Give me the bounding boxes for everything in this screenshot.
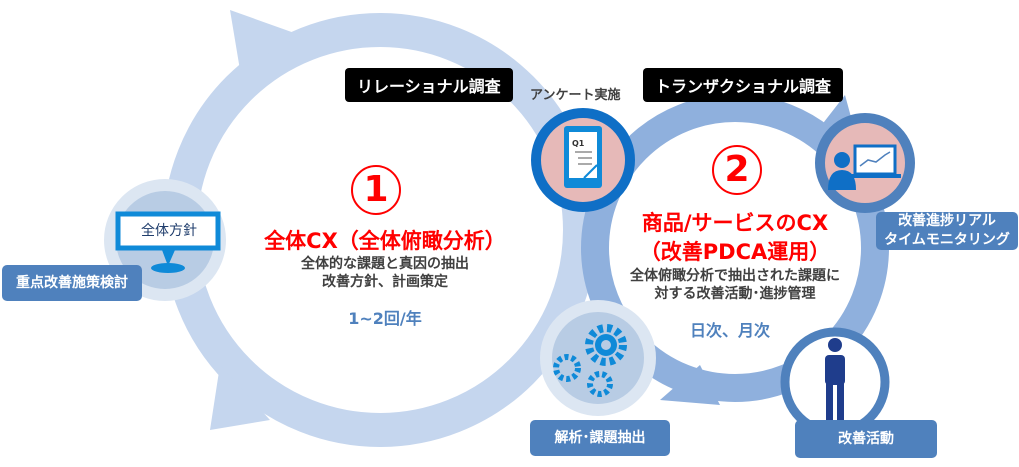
cycle2-frequency: 日次、月次 xyxy=(689,321,770,340)
activity-label: 改善活動 xyxy=(795,420,937,458)
monitoring-label-line2: タイムモニタリング xyxy=(884,232,1010,248)
analysis-circle xyxy=(540,300,656,416)
cycle1-desc2: 改善方針、計画策定 xyxy=(322,274,448,290)
inner-arrow-head-bottom xyxy=(660,365,720,405)
cycle2-desc1: 全体俯瞰分析で抽出された課題に xyxy=(630,268,840,284)
cycle1-desc1: 全体的な課題と真因の抽出 xyxy=(301,256,469,272)
relational-survey-tag: リレーショナル調査 xyxy=(345,68,513,102)
person-icon xyxy=(825,338,845,423)
outer-arrow-head-bottom xyxy=(210,365,270,430)
monitor-chart-icon xyxy=(853,144,897,176)
gears-icon xyxy=(553,324,627,397)
monitoring-label: 改善進捗リアル タイムモニタリング xyxy=(876,212,1018,250)
cycle2-title1: 商品/サービスのCX xyxy=(641,211,829,235)
outer-arrow-head-top xyxy=(230,10,300,70)
policy-sign-text: 全体方針 xyxy=(141,223,197,239)
monitoring-label-line1: 改善進捗リアル xyxy=(898,213,996,229)
cycle1-title: 全体CX（全体俯瞰分析） xyxy=(264,229,506,253)
analysis-label: 解析･課題抽出 xyxy=(530,420,670,456)
cycle1-frequency: 1~2回/年 xyxy=(348,309,422,328)
cycle2-number: 2 xyxy=(712,145,762,195)
transactional-survey-tag: トランザクショナル調査 xyxy=(643,68,844,102)
inner-cycle-ring xyxy=(581,94,889,402)
cycle1-number: 1 xyxy=(351,165,401,215)
signboard-icon xyxy=(115,211,221,251)
survey-label: アンケート実施 xyxy=(530,88,621,103)
cycle2-desc2: 対する改善活動･進捗管理 xyxy=(654,286,816,302)
survey-icon-text: Q1 xyxy=(572,139,585,148)
priority-label: 重点改善施策検討 xyxy=(2,265,142,301)
user-icon xyxy=(834,152,850,168)
cycle2-title2: （改善PDCA運用） xyxy=(639,240,831,264)
